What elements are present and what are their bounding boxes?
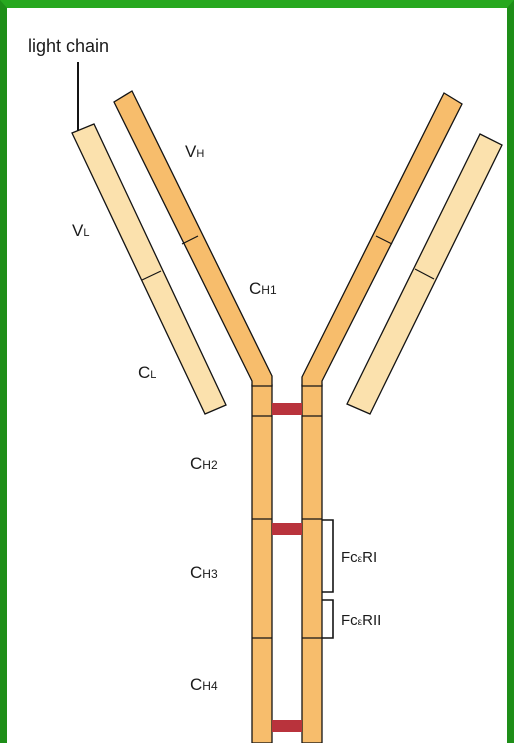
disulfide-bond-hinge — [272, 403, 302, 415]
heavy-chain-stem-right — [302, 385, 322, 743]
ch3-label: CH3 — [190, 563, 218, 582]
fceri-label: FcεRI — [341, 549, 377, 566]
disulfide-bond-ch3 — [272, 523, 302, 535]
cl-label: CL — [138, 363, 156, 382]
ch4-label: CH4 — [190, 675, 218, 694]
light-chain-label: light chain — [28, 36, 109, 56]
fceri-brace — [322, 520, 333, 592]
ch2-label: CH2 — [190, 454, 218, 473]
fcerii-brace — [322, 600, 333, 638]
heavy-chain-stem-left — [252, 385, 272, 743]
disulfide-bond-ch4 — [272, 720, 302, 732]
vl-label: VL — [72, 221, 89, 240]
vh-label: VH — [185, 142, 204, 161]
ch1-label: CH1 — [249, 279, 277, 298]
fcerii-label: FcεRII — [341, 612, 381, 629]
